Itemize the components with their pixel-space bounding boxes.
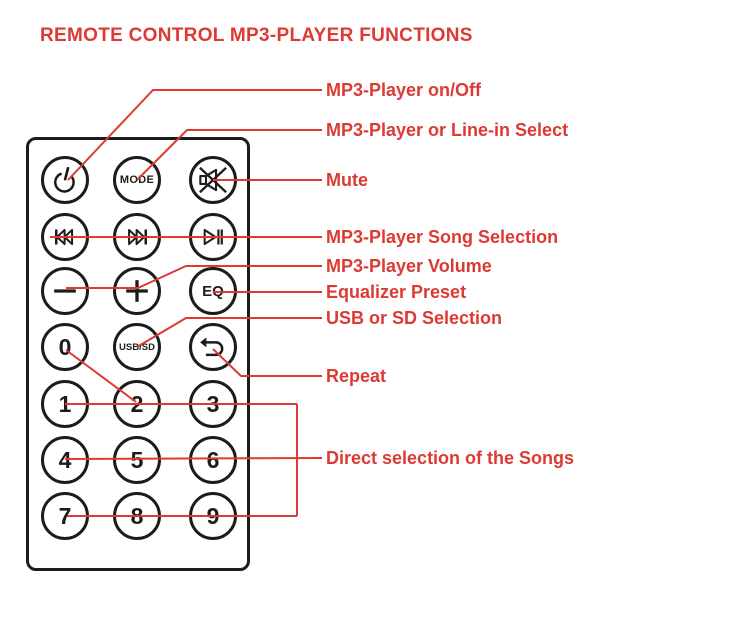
callout-label-mute: Mute <box>326 170 368 190</box>
digit-2-label: 2 <box>130 390 144 417</box>
digit-8-button: 8 <box>113 492 161 540</box>
plus-icon <box>117 271 157 311</box>
digit-5-label: 5 <box>130 446 144 473</box>
mode-button-label: MODE <box>119 174 155 186</box>
previous-track-button <box>41 213 89 261</box>
callout-label-eq: Equalizer Preset <box>326 282 467 302</box>
digit-1-button: 1 <box>41 380 89 428</box>
mode-button: MODE <box>113 156 161 204</box>
volume-down-button <box>41 267 89 315</box>
callout-label-usb-sd: USB or SD Selection <box>326 308 503 328</box>
digit-3-button: 3 <box>189 380 237 428</box>
mute-icon <box>192 159 234 201</box>
digit-6-button: 6 <box>189 436 237 484</box>
volume-up-button <box>113 267 161 315</box>
page-title: REMOTE CONTROL MP3-PLAYER FUNCTIONS <box>40 25 473 46</box>
digit-2-button: 2 <box>113 380 161 428</box>
digit-6-label: 6 <box>206 446 220 473</box>
previous-track-icon <box>45 217 85 257</box>
callout-label-power: MP3-Player on/Off <box>326 80 482 100</box>
usb-sd-button-label: USB/SD <box>119 341 155 353</box>
eq-button: EQ <box>189 267 237 315</box>
eq-button-label: EQ <box>202 282 224 300</box>
callout-label-song-selection: MP3-Player Song Selection <box>326 227 559 247</box>
repeat-button <box>189 323 237 371</box>
usb-sd-button: USB/SD <box>113 323 161 371</box>
play-pause-button <box>189 213 237 261</box>
minus-icon <box>45 271 85 311</box>
digit-0-button: 0 <box>41 323 89 371</box>
digit-1-label: 1 <box>58 390 72 417</box>
next-track-button <box>113 213 161 261</box>
digit-8-label: 8 <box>130 502 144 529</box>
power-icon <box>45 160 85 200</box>
callout-label-direct-selection: Direct selection of the Songs <box>326 448 575 468</box>
callout-label-mode: MP3-Player or Line-in Select <box>326 120 569 140</box>
digit-3-label: 3 <box>206 390 220 417</box>
mute-button <box>189 156 237 204</box>
digit-7-button: 7 <box>41 492 89 540</box>
digit-9-label: 9 <box>206 502 220 529</box>
next-track-icon <box>117 217 157 257</box>
play-pause-icon <box>193 217 233 257</box>
digit-5-button: 5 <box>113 436 161 484</box>
digit-9-button: 9 <box>189 492 237 540</box>
callout-label-volume: MP3-Player Volume <box>326 256 492 276</box>
repeat-icon <box>193 327 233 367</box>
digit-4-button: 4 <box>41 436 89 484</box>
digit-0-label: 0 <box>58 333 72 360</box>
digit-4-label: 4 <box>58 446 72 473</box>
callout-label-repeat: Repeat <box>326 366 387 386</box>
power-button <box>41 156 89 204</box>
digit-7-label: 7 <box>58 502 72 529</box>
